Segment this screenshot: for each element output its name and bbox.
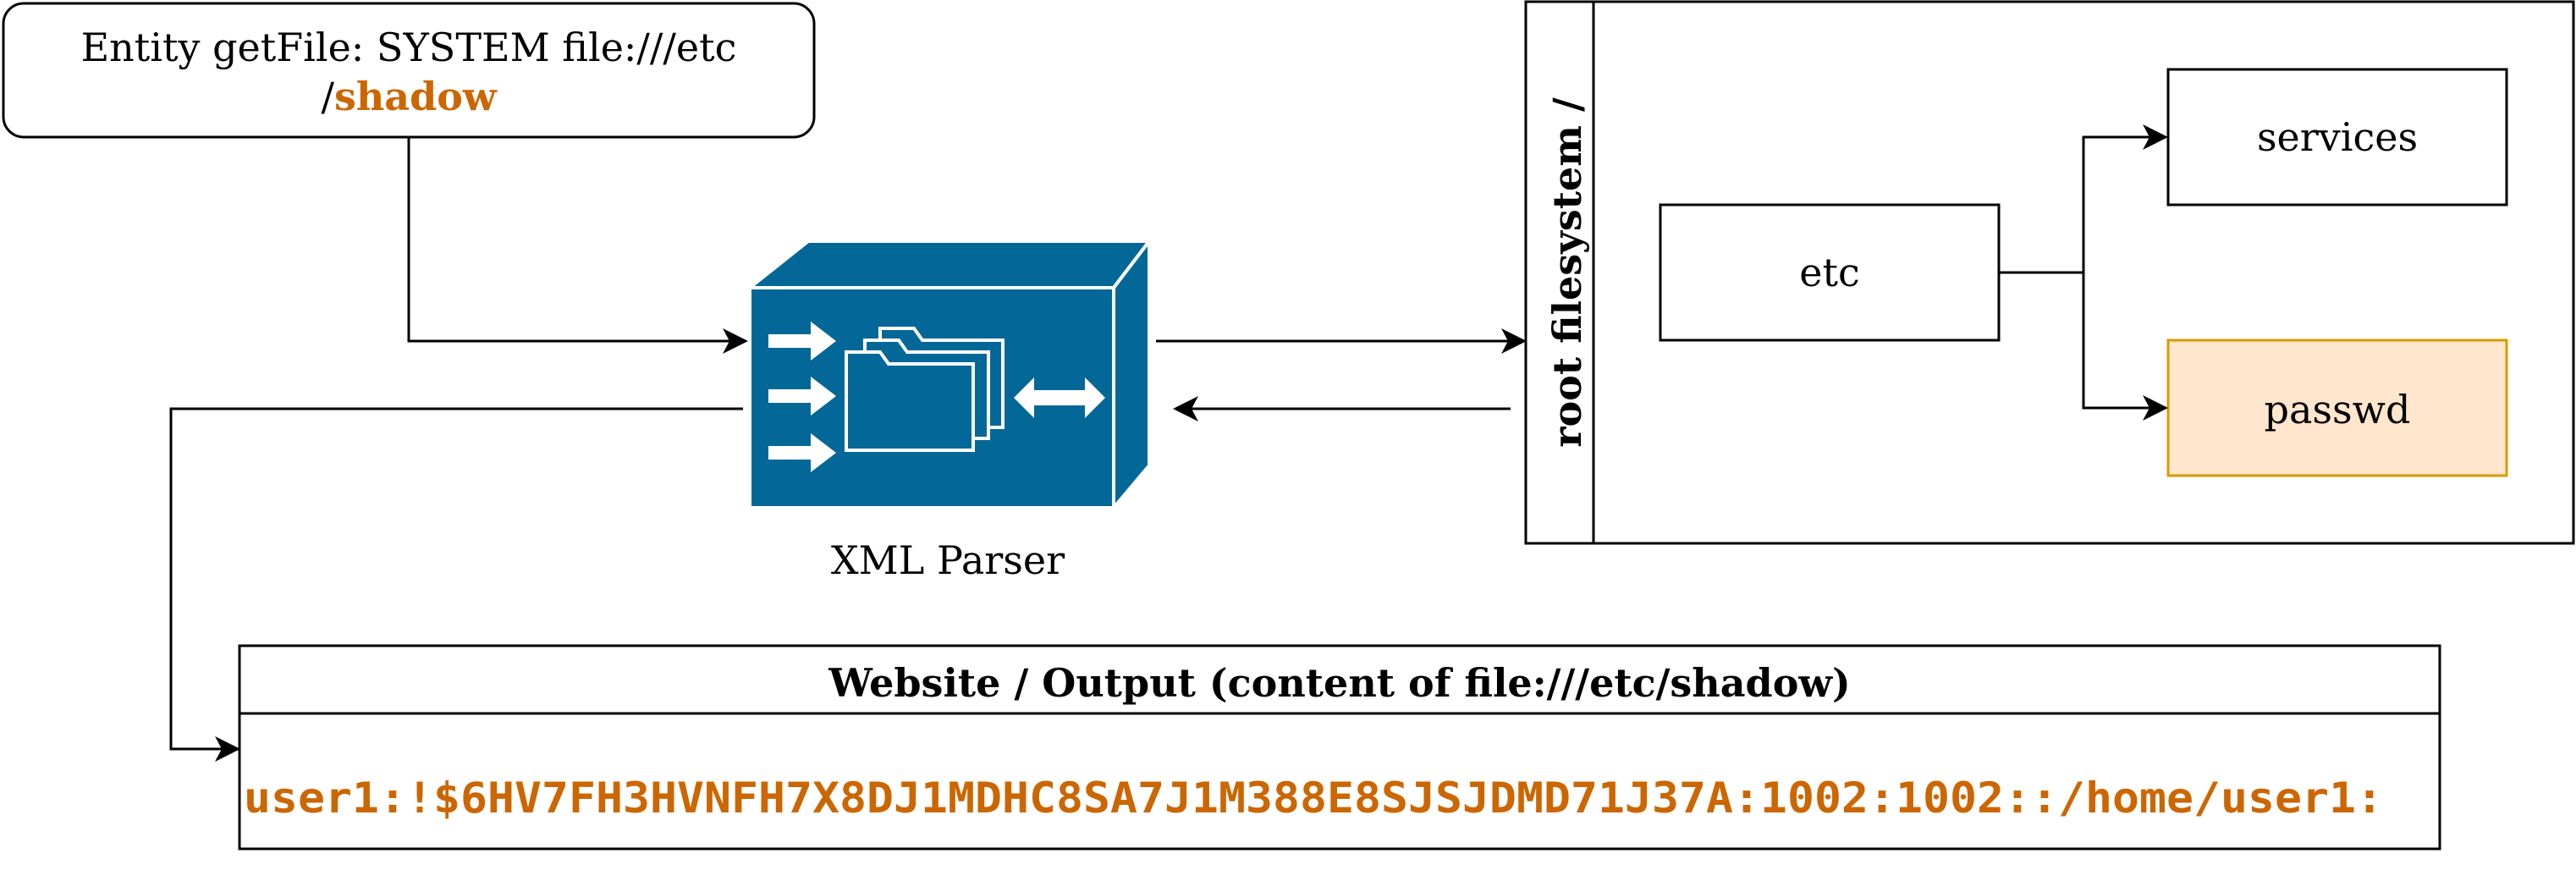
output-content: user1:!$6HV7FH3HVNFH7X8DJ1MDHC8SA7J1M388… xyxy=(244,774,2383,823)
parser-label: XML Parser xyxy=(831,537,1065,583)
bidirectional-arrow-icon xyxy=(1014,377,1105,418)
filesystem-container: root filesystem / etc services passwd xyxy=(1524,0,2575,545)
node-services-label: services xyxy=(2257,114,2418,160)
entity-line1: Entity getFile: SYSTEM file:///etc xyxy=(81,25,737,70)
edge-etc-to-passwd xyxy=(2082,273,2168,421)
node-passwd-label: passwd xyxy=(2265,387,2411,432)
node-passwd xyxy=(2166,339,2508,477)
output-panel: Website / Output (content of file:///etc… xyxy=(238,644,2441,851)
filesystem-title: root filesystem / xyxy=(1544,97,1590,448)
output-title: Website / Output (content of file:///etc… xyxy=(828,660,1851,706)
entity-line2-highlight: shadow xyxy=(334,74,498,119)
folders-icon xyxy=(845,327,1005,452)
output-frame xyxy=(238,644,2441,851)
entity-box: Entity getFile: SYSTEM file:///etc /shad… xyxy=(2,2,816,139)
xml-parser-appliance-icon xyxy=(745,236,1153,513)
parser-input-arrows-icon xyxy=(768,322,836,472)
node-etc xyxy=(1659,203,2001,342)
arrow-entity-to-parser xyxy=(407,137,748,354)
node-services xyxy=(2166,68,2508,206)
arrow-parser-to-output xyxy=(169,407,743,762)
entity-line2-prefix: / xyxy=(321,74,334,119)
entity-line2: /shadow xyxy=(321,74,497,119)
node-etc-label: etc xyxy=(1799,250,1859,295)
edge-etc-to-services xyxy=(1999,124,2168,274)
